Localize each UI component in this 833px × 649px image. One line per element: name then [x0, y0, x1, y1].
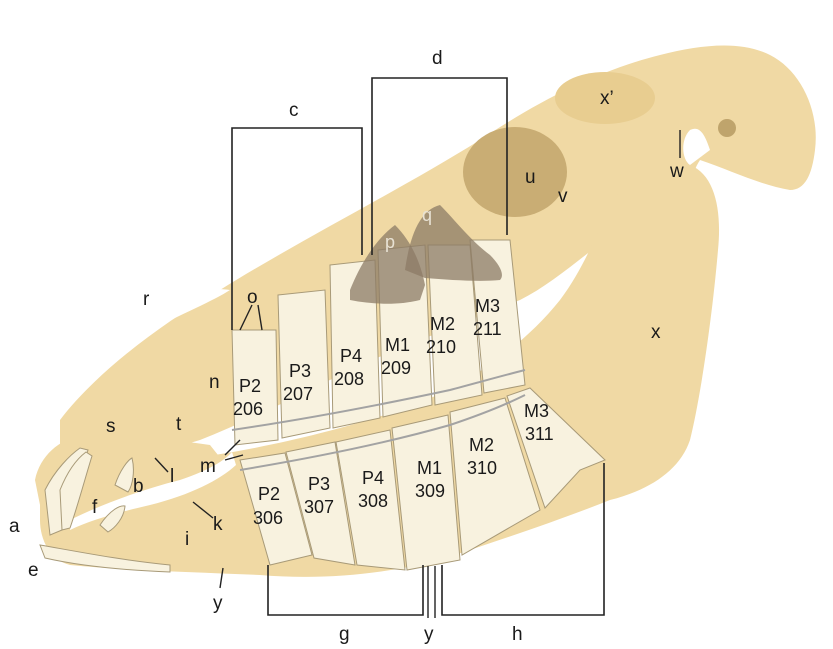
upper-tooth-number: 211 — [473, 319, 502, 339]
upper-tooth-number: 209 — [381, 358, 411, 378]
ear-canal — [718, 119, 736, 137]
upper-tooth-name: M3 — [475, 296, 500, 316]
label-d: d — [432, 48, 443, 69]
upper-tooth-number: 206 — [233, 399, 263, 419]
lower-tooth-name: P2 — [258, 484, 280, 504]
label-e: e — [28, 560, 39, 581]
upper-tooth-number: 210 — [426, 337, 456, 357]
label-h: h — [512, 624, 523, 645]
label-t: t — [176, 414, 182, 435]
label-p: p — [385, 232, 395, 252]
lower-tooth-name: M1 — [417, 458, 442, 478]
label-u: u — [525, 167, 536, 188]
label-r: r — [143, 289, 150, 310]
label-a: a — [9, 516, 20, 537]
upper-tooth-name: M1 — [385, 335, 410, 355]
upper-tooth-number: 208 — [334, 369, 364, 389]
label-c: c — [289, 100, 299, 121]
lower-tooth-number: 308 — [358, 491, 388, 511]
lower-tooth-number: 311 — [525, 424, 554, 444]
label-x-prime: x’ — [600, 88, 614, 109]
label-q: q — [422, 205, 432, 225]
label-y-left: y — [213, 593, 223, 614]
upper-tooth-name: M2 — [430, 314, 455, 334]
label-k: k — [213, 514, 223, 535]
lower-tooth-name: P3 — [308, 474, 330, 494]
upper-tooth-name: P4 — [340, 346, 362, 366]
upper-tooth-number: 207 — [283, 384, 313, 404]
label-g: g — [339, 624, 350, 645]
maxillary-sinus-u — [463, 127, 567, 217]
lower-tooth-number: 309 — [415, 481, 445, 501]
label-w: w — [669, 161, 684, 182]
lower-tooth-number: 310 — [467, 458, 497, 478]
lower-tooth-name: M3 — [524, 401, 549, 421]
label-m: m — [200, 456, 216, 477]
lower-tooth-number: 307 — [304, 497, 334, 517]
lower-tooth-name: M2 — [469, 435, 494, 455]
label-s: s — [106, 416, 116, 437]
label-n: n — [209, 372, 220, 393]
upper-tooth-name: P2 — [239, 376, 261, 396]
lower-tooth-number: 306 — [253, 508, 283, 528]
label-i: i — [185, 529, 189, 550]
label-y-bottom: y — [424, 624, 434, 645]
label-v: v — [558, 186, 568, 207]
lower-tooth-name: P4 — [362, 468, 384, 488]
label-x: x — [651, 322, 661, 343]
upper-tooth-name: P3 — [289, 361, 311, 381]
label-l: l — [170, 466, 174, 487]
label-b: b — [133, 476, 144, 497]
label-o: o — [247, 287, 258, 308]
label-f: f — [92, 497, 98, 518]
